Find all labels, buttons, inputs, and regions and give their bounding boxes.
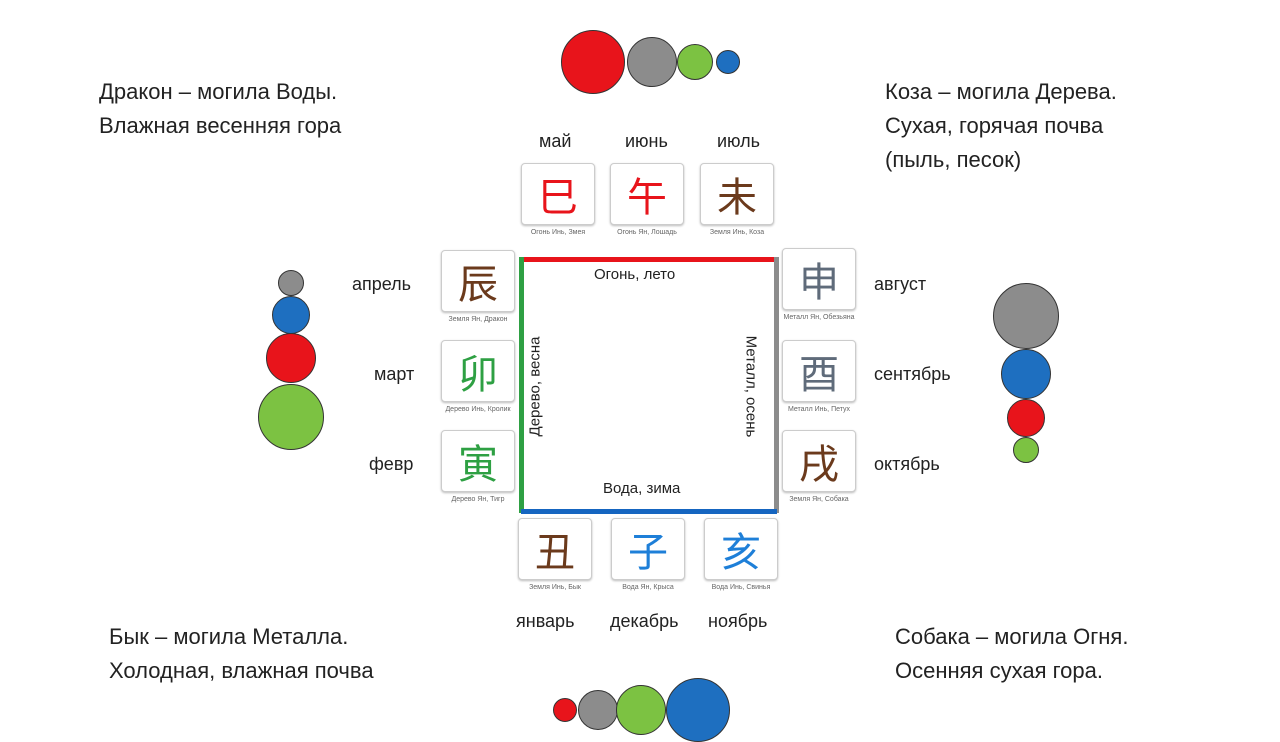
fire-line bbox=[521, 257, 777, 262]
text-line: Холодная, влажная почва bbox=[109, 658, 374, 683]
month-label: февр bbox=[369, 454, 414, 474]
red-circle bbox=[553, 698, 577, 722]
branch-caption: Огонь Инь, Змея bbox=[530, 229, 586, 236]
month-label: январь bbox=[516, 611, 575, 631]
text-line: Коза – могила Дерева. bbox=[885, 79, 1117, 104]
side-label-fire: Огонь, лето bbox=[594, 266, 676, 283]
metal-line bbox=[774, 257, 779, 513]
text-line: Дракон – могила Воды. bbox=[99, 79, 338, 104]
branch-card: 巳 Огонь Инь, Змея bbox=[521, 163, 595, 237]
wood-line bbox=[519, 257, 524, 513]
month-label: июль bbox=[717, 131, 761, 151]
corner-text-bottom-left: Бык – могила Металла. Холодная, влажная … bbox=[109, 620, 374, 688]
branch-caption: Земля Ян, Дракон bbox=[448, 316, 508, 323]
blue-circle bbox=[1001, 349, 1051, 399]
text-line: Сухая, горячая почва bbox=[885, 113, 1104, 138]
branch-card: 寅 Дерево Ян, Тигр bbox=[441, 430, 515, 504]
blue-circle bbox=[716, 50, 740, 74]
branch-character: 丑 bbox=[518, 518, 592, 580]
text-line: Собака – могила Огня. bbox=[895, 624, 1129, 649]
branch-card: 酉 Металл Инь, Петух bbox=[782, 340, 856, 414]
branch-character: 酉 bbox=[782, 340, 856, 402]
branch-caption: Вода Инь, Свинья bbox=[711, 584, 771, 591]
branch-card: 子 Вода Ян, Крыса bbox=[611, 518, 685, 592]
branch-card: 卯 Дерево Инь, Кролик bbox=[441, 340, 515, 414]
green-circle bbox=[258, 384, 324, 450]
blue-circle bbox=[666, 678, 730, 742]
month-label: июнь bbox=[625, 131, 668, 151]
text-line: Бык – могила Металла. bbox=[109, 624, 349, 649]
branch-caption: Металл Инь, Петух bbox=[787, 406, 851, 413]
month-label: декабрь bbox=[610, 611, 679, 631]
green-circle bbox=[677, 44, 713, 80]
water-line bbox=[521, 509, 777, 514]
branch-caption: Земля Инь, Коза bbox=[709, 229, 765, 236]
corner-text-top-left: Дракон – могила Воды. Влажная весенняя г… bbox=[99, 75, 341, 143]
gray-circle bbox=[627, 37, 677, 87]
branch-caption: Металл Ян, Обезьяна bbox=[783, 314, 855, 321]
side-label-metal: Металл, осень bbox=[742, 335, 760, 438]
branch-caption: Земля Инь, Бык bbox=[529, 584, 581, 591]
text-line: Осенняя сухая гора. bbox=[895, 658, 1103, 683]
branch-character: 卯 bbox=[441, 340, 515, 402]
branch-character: 巳 bbox=[521, 163, 595, 225]
month-label: апрель bbox=[352, 274, 412, 294]
branch-caption: Земля Ян, Собака bbox=[789, 496, 849, 503]
corner-text-bottom-right: Собака – могила Огня. Осенняя сухая гора… bbox=[895, 620, 1128, 688]
red-circle bbox=[1007, 399, 1045, 437]
branch-caption: Огонь Ян, Лошадь bbox=[617, 229, 677, 236]
month-label: май bbox=[539, 131, 572, 151]
green-circle bbox=[616, 685, 666, 735]
month-label: ноябрь bbox=[708, 611, 768, 631]
blue-circle bbox=[272, 296, 310, 334]
gray-circle bbox=[993, 283, 1059, 349]
branch-caption: Вода Ян, Крыса bbox=[622, 584, 674, 591]
branch-caption: Дерево Ян, Тигр bbox=[451, 496, 505, 503]
side-label-wood: Дерево, весна bbox=[526, 336, 544, 437]
text-line: (пыль, песок) bbox=[885, 147, 1022, 172]
corner-text-top-right: Коза – могила Дерева. Сухая, горячая поч… bbox=[885, 75, 1117, 177]
red-circle bbox=[266, 333, 316, 383]
month-label: сентябрь bbox=[874, 364, 951, 384]
branch-character: 辰 bbox=[441, 250, 515, 312]
branch-caption: Дерево Инь, Кролик bbox=[445, 406, 511, 413]
branch-character: 戌 bbox=[782, 430, 856, 492]
branch-card: 辰 Земля Ян, Дракон bbox=[441, 250, 515, 324]
month-label: март bbox=[374, 364, 415, 384]
branch-character: 申 bbox=[782, 248, 856, 310]
branch-character: 午 bbox=[610, 163, 684, 225]
month-label: август bbox=[874, 274, 927, 294]
branch-card: 戌 Земля Ян, Собака bbox=[782, 430, 856, 504]
branch-card: 未 Земля Инь, Коза bbox=[700, 163, 774, 237]
text-line: Влажная весенняя гора bbox=[99, 113, 342, 138]
red-circle bbox=[561, 30, 625, 94]
branch-card: 丑 Земля Инь, Бык bbox=[518, 518, 592, 592]
branch-character: 亥 bbox=[704, 518, 778, 580]
branch-card: 亥 Вода Инь, Свинья bbox=[704, 518, 778, 592]
green-circle bbox=[1013, 437, 1039, 463]
branch-character: 寅 bbox=[441, 430, 515, 492]
side-label-water: Вода, зима bbox=[603, 480, 681, 497]
gray-circle bbox=[578, 690, 618, 730]
branch-character: 未 bbox=[700, 163, 774, 225]
month-label: октябрь bbox=[874, 454, 940, 474]
branch-card: 申 Металл Ян, Обезьяна bbox=[782, 248, 856, 322]
branch-character: 子 bbox=[611, 518, 685, 580]
branch-card: 午 Огонь Ян, Лошадь bbox=[610, 163, 684, 237]
gray-circle bbox=[278, 270, 304, 296]
